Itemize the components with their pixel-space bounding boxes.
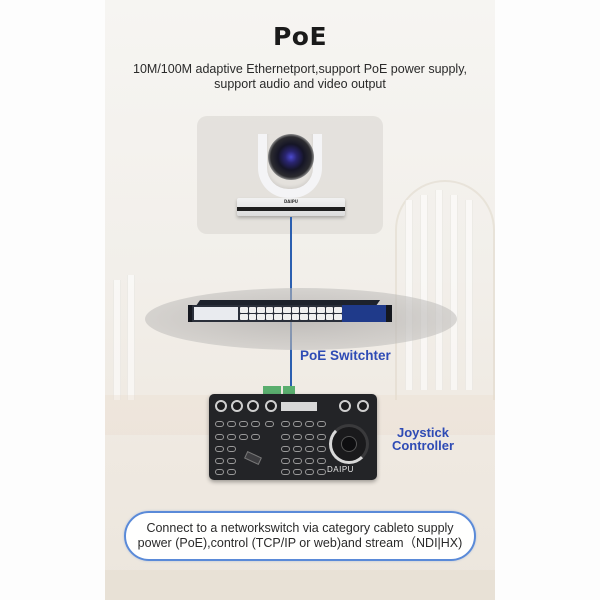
button-icon [305, 469, 314, 475]
button-icon [227, 469, 236, 475]
background-pipe [435, 190, 443, 390]
rack-ear-left [188, 305, 194, 322]
camera-yoke [258, 134, 322, 198]
camera-card: DAIPU [197, 116, 383, 234]
page-subtitle: 10M/100M adaptive Ethernetport,support P… [105, 62, 495, 92]
switch-label: PoE Switchter [300, 348, 391, 363]
switch-label-area [194, 307, 238, 320]
cable-switch-to-controller [290, 322, 292, 390]
terminal-block-right [283, 386, 295, 394]
button-icon [281, 434, 290, 440]
background-arch [395, 180, 495, 400]
button-icon [293, 469, 302, 475]
subtitle-line-1: 10M/100M adaptive Ethernetport,support P… [133, 62, 467, 76]
button-icon [317, 446, 326, 452]
background-pipe [113, 280, 121, 400]
button-icon [293, 458, 302, 464]
button-icon [305, 446, 314, 452]
rack-ear-right [386, 305, 392, 322]
subtitle-line-2: support audio and video output [214, 77, 386, 91]
background-pipe [450, 195, 458, 390]
button-icon [281, 421, 290, 427]
button-icon [239, 434, 248, 440]
button-icon [215, 469, 224, 475]
knob-icon [231, 400, 243, 412]
button-icon [215, 421, 224, 427]
switch-front [192, 305, 388, 322]
background-band [105, 570, 495, 600]
background-pipe [127, 275, 135, 400]
callout-line-2: power (PoE),control (TCP/IP or web)and s… [137, 536, 463, 550]
joystick-icon [341, 436, 357, 452]
cable-camera-to-switch [290, 217, 292, 302]
button-icon [227, 458, 236, 464]
controller-brand: DAIPU [327, 465, 354, 474]
button-icon [305, 458, 314, 464]
button-icon [317, 469, 326, 475]
button-icon [227, 434, 236, 440]
button-icon [215, 434, 224, 440]
button-icon [317, 458, 326, 464]
ptz-camera-icon [268, 134, 314, 180]
button-icon [215, 458, 224, 464]
controller-label: Joystick Controller [391, 426, 455, 452]
background-pipe [405, 200, 413, 390]
camera-brand: DAIPU [283, 199, 299, 204]
switch-uplink-panel [342, 305, 388, 322]
knob-icon [339, 400, 351, 412]
controller-label-line-2: Controller [391, 438, 455, 453]
button-icon [227, 446, 236, 452]
knob-icon [265, 400, 277, 412]
background-pipe [420, 195, 428, 390]
knob-icon [357, 400, 369, 412]
callout-line-1: Connect to a networkswitch via category … [146, 521, 454, 535]
lcd-display [281, 402, 317, 411]
button-icon [305, 421, 314, 427]
button-icon [251, 421, 260, 427]
button-icon [215, 446, 224, 452]
knob-icon [215, 400, 227, 412]
button-icon [265, 421, 274, 427]
button-icon [281, 458, 290, 464]
button-icon [239, 421, 248, 427]
t-bar-icon [244, 450, 262, 466]
button-icon [251, 434, 260, 440]
poe-panel: PoE 10M/100M adaptive Ethernetport,suppo… [105, 0, 495, 600]
terminal-block-left [263, 386, 281, 394]
background-pipe [465, 200, 473, 390]
camera-base: DAIPU [237, 198, 345, 216]
button-icon [317, 434, 326, 440]
button-icon [227, 421, 236, 427]
button-icon [293, 434, 302, 440]
controller-label-line-1: Joystick [396, 425, 450, 440]
knob-icon [247, 400, 259, 412]
switch-ports [240, 307, 342, 320]
button-icon [305, 434, 314, 440]
poe-switch-icon [188, 300, 392, 324]
camera-base-stripe [237, 207, 345, 211]
button-icon [281, 469, 290, 475]
joystick-controller-icon: DAIPU [209, 394, 377, 480]
button-icon [281, 446, 290, 452]
button-icon [293, 421, 302, 427]
button-icon [293, 446, 302, 452]
page-title: PoE [272, 22, 328, 51]
button-icon [317, 421, 326, 427]
description-callout: Connect to a networkswitch via category … [124, 511, 476, 561]
